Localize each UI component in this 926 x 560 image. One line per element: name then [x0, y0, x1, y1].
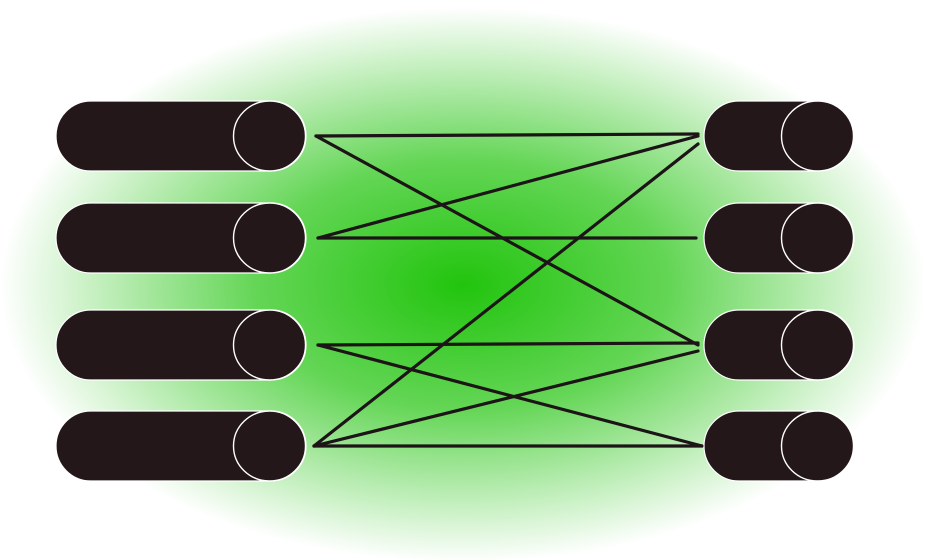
cylinder-r1: [703, 100, 855, 172]
cylinder-cap-r4: [780, 410, 855, 482]
link-l1-r3: [314, 134, 700, 347]
cylinder-r4: [703, 410, 855, 482]
cylinder-cap-l2: [232, 202, 307, 274]
cylinder-l2: [55, 202, 307, 274]
links-layer: [312, 132, 704, 448]
cylinder-cap-l4: [232, 410, 307, 482]
cylinder-cap-r2: [780, 202, 855, 274]
cylinder-cap-l1: [232, 100, 307, 172]
cylinder-cap-l3: [232, 309, 307, 381]
link-l2-r1: [316, 134, 700, 240]
cylinder-r2: [703, 202, 855, 274]
cylinder-cap-r3: [780, 309, 855, 381]
link-l3-r4: [316, 343, 704, 448]
link-l1-r1: [314, 132, 700, 138]
cylinder-l1: [55, 100, 307, 172]
link-l3-r3: [316, 341, 700, 347]
cylinders-layer: [55, 100, 855, 482]
cylinder-r3: [703, 309, 855, 381]
cylinder-l4: [55, 410, 307, 482]
cylinder-cap-r1: [780, 100, 855, 172]
cylinder-l3: [55, 309, 307, 381]
link-l4-r3: [312, 349, 700, 448]
link-l4-r1: [312, 142, 700, 448]
